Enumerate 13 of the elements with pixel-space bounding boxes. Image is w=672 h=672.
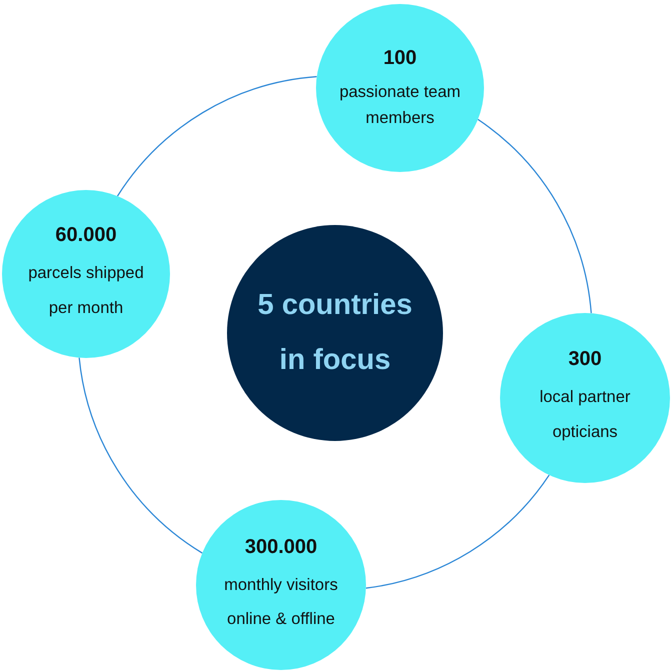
stat-number: 300.000 — [244, 535, 318, 560]
stat-number: 60.000 — [55, 223, 117, 248]
ring-arc — [366, 474, 550, 589]
stat-description: monthly visitors online & offline — [223, 575, 339, 630]
stat-description: parcels shipped per month — [27, 263, 145, 319]
ring-arc — [78, 358, 203, 554]
center-heading: 5 countries in focus — [256, 288, 414, 378]
ring-arc — [117, 76, 317, 196]
stat-description: passionate team members — [338, 82, 462, 129]
stat-number: 100 — [383, 46, 417, 71]
ring-arc — [478, 118, 592, 314]
stat-number: 300 — [568, 347, 602, 372]
stat-description: local partner opticians — [538, 387, 632, 443]
